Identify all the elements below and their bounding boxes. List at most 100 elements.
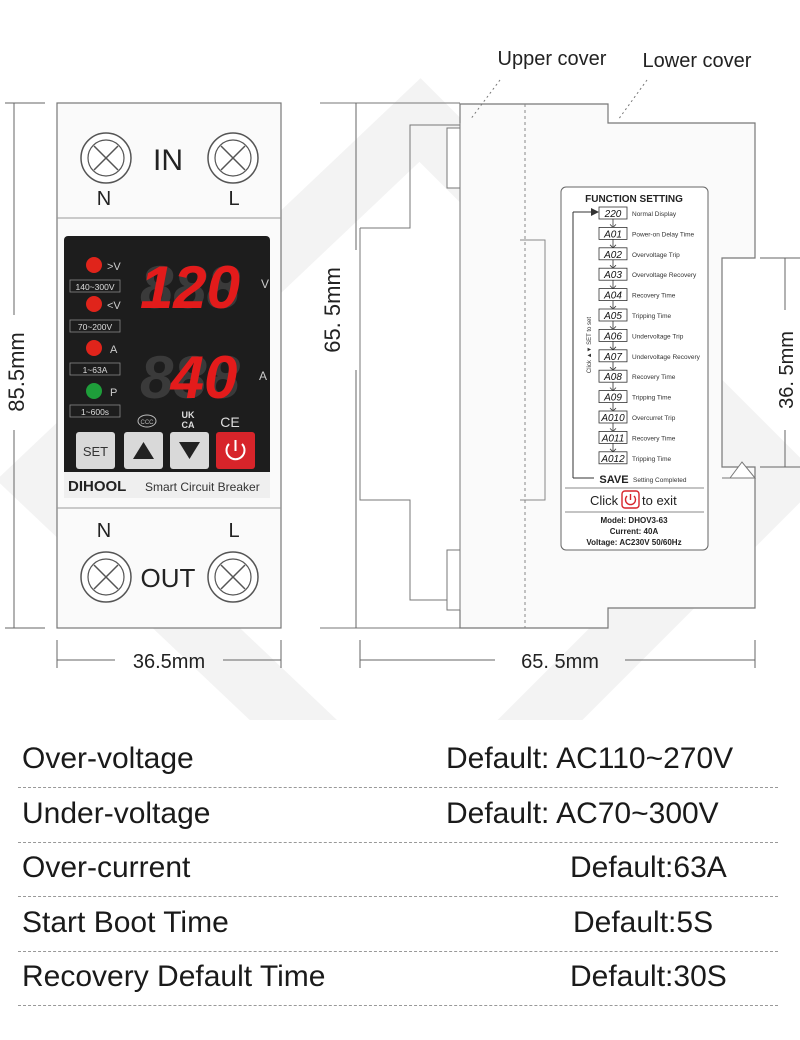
spec-label: Over-voltage: [22, 742, 194, 775]
dimension-height: 85.5mm: [4, 102, 45, 629]
current-text: Current: 40A: [610, 527, 659, 536]
row-divider: [18, 896, 778, 897]
svg-text:A: A: [110, 344, 118, 356]
svg-text:1~63A: 1~63A: [83, 365, 108, 375]
function-setting-item: A01 Power-on Delay Time: [598, 226, 695, 249]
lower-cover-label: Lower cover: [643, 50, 752, 72]
in-label: IN: [153, 144, 183, 177]
dimension-side-width: 65. 5mm: [359, 640, 756, 673]
indicator-overcurrent: A 1~63A: [69, 340, 121, 376]
terminal-bottom-l-icon: [207, 551, 259, 603]
function-code: A07: [603, 352, 622, 363]
spec-label: Under-voltage: [22, 797, 211, 830]
up-button[interactable]: [124, 432, 163, 469]
code-box: [598, 451, 628, 465]
row-divider: [18, 951, 778, 952]
function-desc: Recovery Time: [632, 374, 676, 381]
spec-label: Recovery Default Time: [22, 960, 326, 993]
function-setting-item: A07 Undervoltage Recovery: [598, 349, 701, 371]
bottom-n-label: N: [97, 520, 111, 542]
spec-value: Default:63A: [570, 851, 727, 884]
spec-value: Default: AC110~270V: [446, 742, 734, 775]
function-code: A011: [601, 433, 625, 444]
svg-text:140~300V: 140~300V: [76, 282, 115, 292]
click-text: Click: [590, 493, 619, 508]
function-code: A02: [603, 250, 622, 261]
svg-text:CCC: CCC: [141, 420, 155, 426]
spec-label: Over-current: [22, 851, 191, 884]
terminal-bottom-n-icon: [80, 551, 132, 603]
function-setting-item: A011 Recovery Time: [598, 430, 676, 453]
function-desc: Overvoltage Recovery: [632, 272, 697, 279]
function-desc: Overvoltage Trip: [632, 252, 680, 259]
exit-text: to exit: [642, 493, 677, 508]
function-setting-item: A08 Recovery Time: [598, 369, 676, 392]
bottom-l-label: L: [228, 520, 239, 542]
background-watermark: [0, 78, 800, 720]
function-code: A03: [603, 270, 622, 281]
voltage-display-ghost: 888: [140, 254, 241, 321]
terminal-top-n-icon: [80, 132, 132, 184]
ccc-cert-icon: CCC: [137, 414, 157, 428]
function-code: A010: [600, 413, 625, 424]
svg-text:<V: <V: [107, 300, 121, 312]
spec-label: Start Boot Time: [22, 906, 229, 939]
terminal-top-l-icon: [207, 132, 259, 184]
row-divider: [18, 787, 778, 788]
current-unit: A: [259, 369, 267, 383]
function-code: A01: [603, 229, 622, 240]
function-desc: Tripping Time: [632, 456, 672, 463]
product-name: Smart Circuit Breaker: [145, 480, 260, 494]
spec-value: Default:30S: [570, 960, 727, 993]
function-code: A04: [603, 291, 622, 302]
function-setting-item: A02 Overvoltage Trip: [598, 247, 680, 269]
function-desc: Recovery Time: [632, 293, 676, 300]
side-note: Click ▲▼ SET to set: [587, 317, 593, 373]
spec-value: Default:5S: [573, 906, 714, 939]
function-desc: Normal Display: [632, 211, 677, 218]
spec-table: Over-voltage Default: AC110~270V Under-v…: [0, 720, 800, 1040]
function-setting-item: A03 Overvoltage Recovery: [598, 267, 697, 290]
dimension-rail-depth: 36. 5mm: [760, 257, 800, 468]
function-desc: Recovery Time: [632, 435, 676, 442]
indicator-undervoltage: <V 70~200V: [69, 296, 121, 333]
front-view: IN N L >V 140~300V <V 70~200V A 1~63A P: [56, 102, 282, 629]
svg-text:85.5mm: 85.5mm: [4, 332, 29, 411]
function-code: A06: [603, 331, 622, 342]
current-display-ghost: 888: [140, 344, 241, 411]
voltage-unit: V: [261, 277, 269, 291]
function-code: A05: [603, 311, 622, 322]
function-desc: Undervoltage Recovery: [632, 354, 701, 361]
function-setting-title: FUNCTION SETTING: [585, 194, 683, 205]
dimension-side-height: 65. 5mm: [320, 103, 357, 628]
svg-text:1~600s: 1~600s: [81, 407, 109, 417]
svg-text:P: P: [110, 387, 117, 399]
power-button[interactable]: [216, 432, 255, 469]
save-code: SAVE: [599, 474, 628, 486]
ukca-cert-top: UK: [182, 410, 195, 420]
upper-cover-label: Upper cover: [498, 48, 607, 70]
row-divider: [18, 1005, 778, 1006]
top-n-label: N: [97, 188, 111, 210]
voltage-text: Voltage: AC230V 50/60Hz: [586, 538, 681, 547]
brand-name: DIHOOL: [68, 478, 126, 495]
breaker-diagram: IN N L >V 140~300V <V 70~200V A 1~63A P: [0, 48, 800, 720]
exit-power-icon: [621, 490, 640, 509]
function-code: A09: [603, 393, 622, 404]
out-label: OUT: [141, 563, 196, 593]
svg-text:>V: >V: [107, 261, 121, 273]
function-code: A08: [603, 372, 622, 383]
function-desc: Power-on Delay Time: [632, 231, 695, 238]
down-button[interactable]: [170, 432, 209, 469]
indicator-overvoltage: >V 140~300V: [69, 257, 121, 293]
svg-text:65. 5mm: 65. 5mm: [320, 267, 345, 353]
svg-text:36. 5mm: 36. 5mm: [776, 331, 798, 409]
function-desc: Overcurret Trip: [632, 415, 676, 422]
indicator-power: P 1~600s: [69, 383, 121, 418]
set-button[interactable]: SET: [76, 432, 115, 469]
